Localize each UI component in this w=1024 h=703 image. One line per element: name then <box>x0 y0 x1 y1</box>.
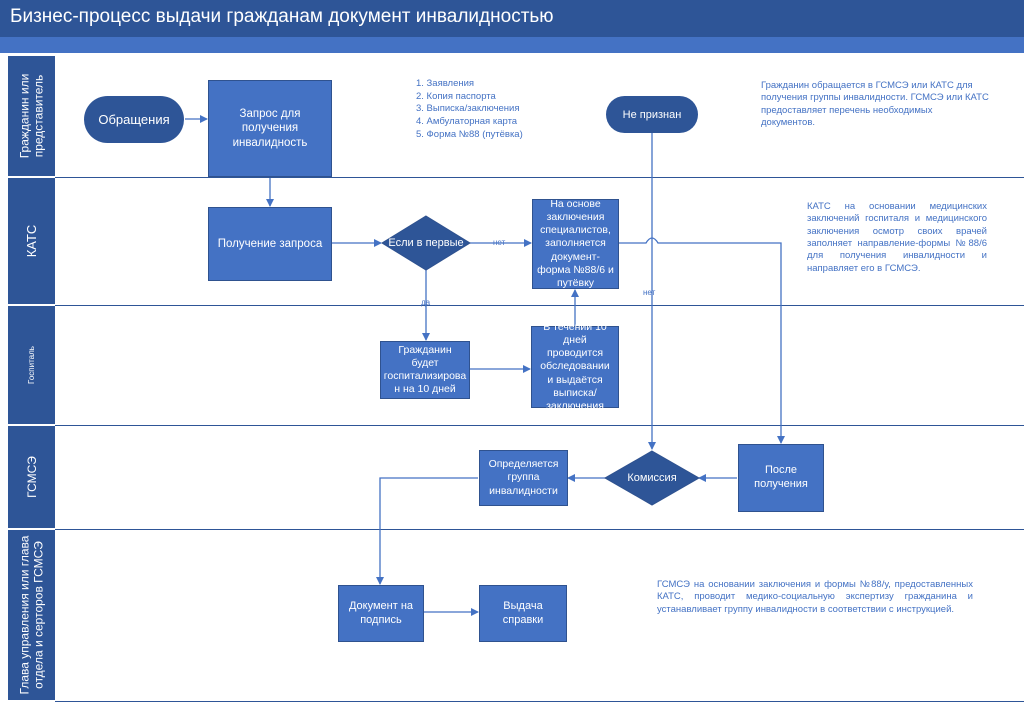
note-kats: КАТС на основании медицинских заключений… <box>807 201 987 274</box>
documents-list: 1. Заявления 2. Копия паспорта 3. Выписк… <box>416 78 523 141</box>
documents-list-item: 5. Форма №88 (путёвка) <box>416 128 523 140</box>
request-process: Запрос для получения инвалидность <box>208 80 332 177</box>
note-gsmse: ГСМСЭ на основании заключения и формы №8… <box>657 579 973 615</box>
form-88-process: На основе заключения специалистов, запол… <box>532 198 619 289</box>
examination-process: В течении 10 дней проводится обследовани… <box>531 321 619 412</box>
lane-header-citizen: Гражданин или представитель <box>8 56 55 176</box>
lane-divider <box>55 529 1024 530</box>
edge-label-no-2: нет <box>643 288 656 297</box>
lane-divider <box>55 177 1024 178</box>
commission-label: Комиссия <box>627 472 677 484</box>
lane-header-kats: КАТС <box>8 178 55 304</box>
decision-first-label: Если в первые <box>388 237 464 249</box>
edge-group-document <box>376 477 478 585</box>
edge-label-yes: да <box>421 298 431 307</box>
start-terminal: Обращения <box>84 96 184 143</box>
lane-header-gsmse: ГСМСЭ <box>8 426 55 528</box>
lane-divider <box>55 305 1024 306</box>
lane-divider <box>55 701 1024 702</box>
lane-divider <box>55 425 1024 426</box>
documents-list-item: 4. Амбулаторная карта <box>416 115 518 127</box>
commission-diamond <box>603 450 701 506</box>
hospitalization-process: Гражданин будет госпитализирова н на 10 … <box>380 341 470 399</box>
after-receipt-process: После получения <box>738 444 824 512</box>
documents-list-item: 2. Копия паспорта <box>416 90 496 102</box>
documents-list-item: 1. Заявления <box>416 78 475 89</box>
edge-label-no: нет <box>493 238 506 247</box>
not-recognized-terminal: Не признан <box>606 96 698 133</box>
lane-header-hospital: Госпиталь <box>8 306 55 424</box>
edge-form-after <box>619 237 785 444</box>
group-defined-process: Определяется группа инвалидности <box>479 450 568 506</box>
lane-header-head: Глава управления или глава отдела и серт… <box>8 530 55 700</box>
document-signature-process: Документ на подпись <box>338 585 424 642</box>
receive-request-process: Получение запроса <box>208 207 332 281</box>
note-citizen: Гражданин обращается в ГСМСЭ или КАТС дл… <box>761 80 989 129</box>
issue-certificate-process: Выдача справки <box>479 585 567 642</box>
documents-list-item: 3. Выписка/заключения <box>416 103 520 115</box>
page-title: Бизнес-процесс выдачи гражданам документ… <box>10 6 554 27</box>
title-bar: Бизнес-процесс выдачи гражданам документ… <box>0 0 1024 37</box>
title-subbar <box>0 37 1024 53</box>
decision-first-diamond <box>381 215 471 271</box>
